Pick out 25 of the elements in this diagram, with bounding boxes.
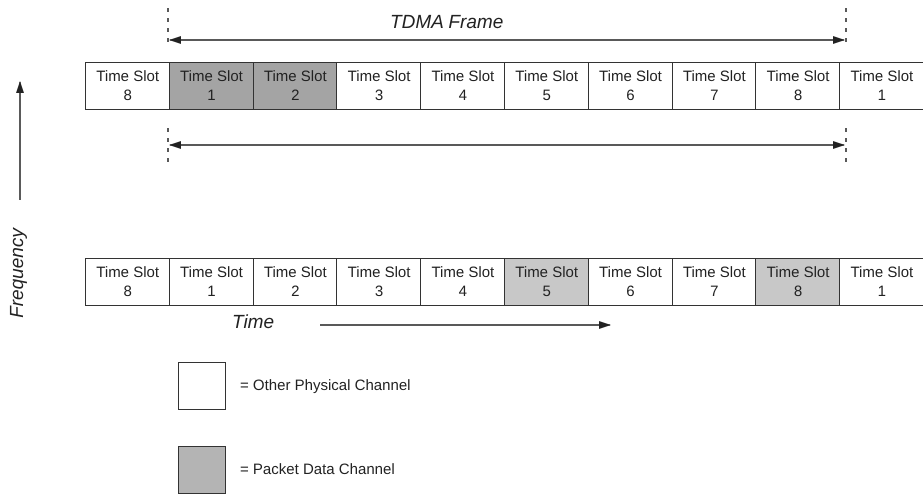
time-slot-cell: Time Slot 2 — [252, 258, 338, 306]
time-slot-cell: Time Slot 8 — [85, 62, 170, 110]
time-slot-cell: Time Slot 1 — [839, 258, 923, 306]
time-slot-cell: Time Slot 3 — [336, 62, 422, 110]
axis-label: Frequency — [6, 228, 29, 318]
time-slot-cell: Time Slot 5 — [504, 258, 590, 306]
time-slot-cell: Time Slot 7 — [672, 258, 757, 306]
time-slot-cell: Time Slot 4 — [420, 62, 506, 110]
time-slot-cell: Time Slot 1 — [839, 62, 923, 110]
time-slot-cell: Time Slot 8 — [755, 62, 841, 110]
legend-label: = Packet Data Channel — [240, 461, 395, 478]
legend-label: = Other Physical Channel — [240, 377, 411, 394]
time-slot-cell: Time Slot 1 — [168, 62, 254, 110]
time-slot-cell: Time Slot 7 — [672, 62, 757, 110]
time-slot-cell: Time Slot 8 — [755, 258, 841, 306]
time-slot-cell: Time Slot 5 — [504, 62, 590, 110]
axis-label: Time — [232, 312, 274, 334]
frame-label: TDMA Frame — [390, 12, 504, 34]
time-slot-cell: Time Slot 6 — [588, 258, 674, 306]
time-slot-cell: Time Slot 4 — [420, 258, 506, 306]
time-slot-cell: Time Slot 1 — [168, 258, 254, 306]
time-slot-cell: Time Slot 6 — [588, 62, 674, 110]
time-slot-cell: Time Slot 2 — [252, 62, 338, 110]
time-slot-cell: Time Slot 3 — [336, 258, 422, 306]
time-slot-cell: Time Slot 8 — [85, 258, 170, 306]
